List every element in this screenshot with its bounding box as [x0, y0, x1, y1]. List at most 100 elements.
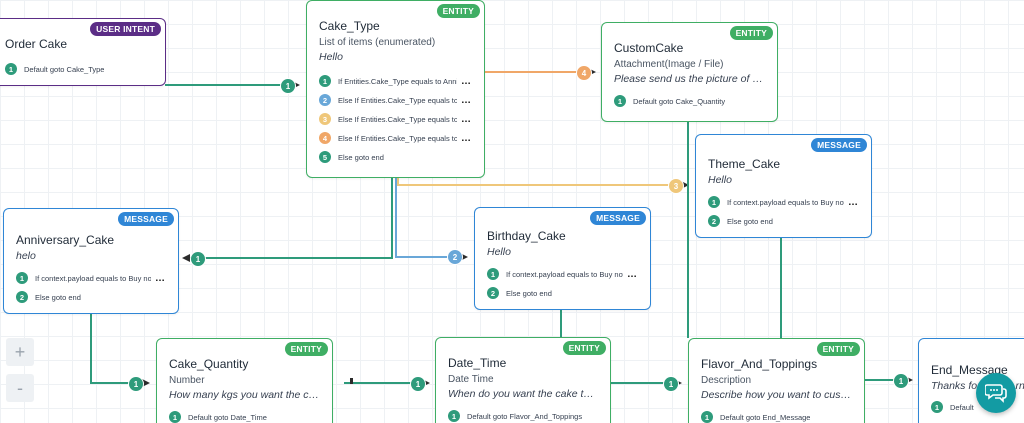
- entity-badge: ENTITY: [284, 342, 328, 356]
- node-rule[interactable]: 2 Else goto end: [16, 291, 166, 303]
- rule-number: 3: [319, 113, 331, 125]
- edge-cake-type-to-birthday: [395, 178, 468, 261]
- node-cake-type[interactable]: ENTITY Cake_Type List of items (enumerat…: [306, 0, 485, 178]
- entity-badge: ENTITY: [562, 341, 606, 355]
- rule-number: 1: [614, 95, 626, 107]
- rule-number: 2: [319, 94, 331, 106]
- edge-label-cake-type-to-theme[interactable]: 3: [668, 178, 684, 194]
- node-date-time[interactable]: ENTITY Date_Time Date Time When do you w…: [435, 337, 611, 423]
- node-rule[interactable]: 1 Default goto Date_Time: [169, 411, 320, 423]
- node-title: Birthday_Cake: [487, 229, 566, 243]
- node-subtitle: Attachment(Image / File): [614, 59, 724, 70]
- node-flavor-and-toppings[interactable]: ENTITY Flavor_And_Toppings Description D…: [688, 338, 865, 423]
- message-badge: MESSAGE: [118, 212, 174, 226]
- rule-number: 1: [448, 410, 460, 422]
- node-rule[interactable]: 1 Default: [931, 401, 1024, 413]
- node-title: Date_Time: [448, 356, 507, 370]
- entity-badge: ENTITY: [729, 26, 773, 40]
- node-subtitle: Date Time: [448, 374, 494, 385]
- more-options-icon[interactable]: …: [461, 75, 472, 87]
- message-badge: MESSAGE: [590, 211, 646, 225]
- user-intent-badge: USER INTENT: [90, 22, 161, 36]
- rule-number: 2: [16, 291, 28, 303]
- more-options-icon[interactable]: …: [461, 94, 472, 106]
- rule-number: 1: [5, 63, 17, 75]
- node-rule[interactable]: 1 Default goto End_Message: [701, 411, 852, 423]
- chat-button[interactable]: [976, 373, 1016, 413]
- rule-number: 1: [487, 268, 499, 280]
- rule-number: 1: [931, 401, 943, 413]
- edge-anniversary-to-quantity: [90, 314, 150, 387]
- entity-badge: ENTITY: [816, 342, 860, 356]
- node-title: Order Cake: [5, 37, 68, 51]
- rule-number: 4: [319, 132, 331, 144]
- rule-number: 1: [708, 196, 720, 208]
- node-title: Theme_Cake: [708, 157, 781, 171]
- node-rule[interactable]: 1 If Entities.Cake_Type equals to Annive…: [319, 75, 472, 87]
- edge-label-date-to-flavor[interactable]: 1: [663, 376, 679, 392]
- edge-label-order-to-cake-type[interactable]: 1: [280, 78, 296, 94]
- rule-number: 1: [701, 411, 713, 423]
- node-title: Anniversary_Cake: [16, 233, 115, 247]
- edge-label-cake-type-to-birthday[interactable]: 2: [447, 249, 463, 265]
- more-options-icon[interactable]: …: [848, 196, 859, 208]
- edge-label-flavor-to-end[interactable]: 1: [893, 373, 909, 389]
- entity-badge: ENTITY: [436, 4, 480, 18]
- node-title: Cake_Type: [319, 19, 380, 33]
- node-title: Flavor_And_Toppings: [701, 357, 818, 371]
- node-rule[interactable]: 3 Else If Entities.Cake_Type equals to T…: [319, 113, 472, 125]
- node-rule[interactable]: 1 Default goto Flavor_And_Toppings: [448, 410, 598, 422]
- node-message: How many kgs you want the cak...: [169, 389, 320, 401]
- node-message: Hello: [708, 174, 732, 186]
- node-rule[interactable]: 1 If context.payload equals to Buy now g…: [487, 268, 638, 280]
- edge-cake-type-to-theme: [397, 178, 689, 189]
- node-theme-cake[interactable]: MESSAGE Theme_Cake Hello 1 If context.pa…: [695, 134, 872, 238]
- more-options-icon[interactable]: …: [627, 268, 638, 280]
- node-cake-quantity[interactable]: ENTITY Cake_Quantity Number How many kgs…: [156, 338, 333, 423]
- node-subtitle: List of items (enumerated): [319, 37, 436, 48]
- node-message: helo: [16, 250, 36, 262]
- edge-label-anniversary-to-quantity[interactable]: 1: [128, 376, 144, 392]
- node-rule[interactable]: 1 Default goto Cake_Quantity: [614, 95, 765, 107]
- node-title: CustomCake: [614, 41, 684, 55]
- node-message: Please send us the picture of the ...: [614, 73, 765, 85]
- node-subtitle: Number: [169, 375, 205, 386]
- node-message: Hello: [319, 51, 343, 63]
- node-order-cake[interactable]: USER INTENT Order Cake 1 Default goto Ca…: [0, 18, 166, 86]
- message-badge: MESSAGE: [811, 138, 867, 152]
- chat-bubble-icon: [985, 384, 1007, 403]
- node-message: When do you want the cake to b...: [448, 388, 598, 400]
- zoom-in-button[interactable]: +: [6, 338, 34, 366]
- node-rule[interactable]: 2 Else goto end: [708, 215, 859, 227]
- node-message: Describe how you want to custo...: [701, 389, 852, 401]
- node-title: End_Message: [931, 363, 1008, 377]
- node-message: Thanks for rn: [931, 380, 1024, 392]
- node-subtitle: Description: [701, 375, 752, 386]
- node-rule[interactable]: 5 Else goto end: [319, 151, 472, 163]
- edge-cake-type-to-anniversary: [182, 178, 393, 262]
- node-rule[interactable]: 4 Else If Entities.Cake_Type equals to C…: [319, 132, 472, 144]
- edge-label-cake-type-to-anniversary[interactable]: 1: [190, 251, 206, 267]
- edge-label-cake-type-to-custom[interactable]: 4: [576, 65, 592, 81]
- rule-number: 1: [16, 272, 28, 284]
- rule-number: 1: [319, 75, 331, 87]
- more-options-icon[interactable]: …: [155, 272, 166, 284]
- node-birthday-cake[interactable]: MESSAGE Birthday_Cake Hello 1 If context…: [474, 207, 651, 310]
- more-options-icon[interactable]: …: [461, 113, 472, 125]
- node-rule[interactable]: 1 If context.payload equals to Buy now g…: [16, 272, 166, 284]
- node-rule[interactable]: 1 If context.payload equals to Buy now g…: [708, 196, 859, 208]
- rule-number: 5: [319, 151, 331, 163]
- node-anniversary-cake[interactable]: MESSAGE Anniversary_Cake helo 1 If conte…: [3, 208, 179, 314]
- rule-number: 1: [169, 411, 181, 423]
- zoom-out-button[interactable]: -: [6, 374, 34, 402]
- node-message: Hello: [487, 246, 511, 258]
- rule-number: 2: [487, 287, 499, 299]
- node-rule[interactable]: 2 Else If Entities.Cake_Type equals to B…: [319, 94, 472, 106]
- edge-label-quantity-to-date[interactable]: 1: [410, 376, 426, 392]
- node-custom-cake[interactable]: ENTITY CustomCake Attachment(Image / Fil…: [601, 22, 778, 122]
- node-rule[interactable]: 1 Default goto Cake_Type: [5, 63, 153, 75]
- more-options-icon[interactable]: …: [461, 132, 472, 144]
- node-rule[interactable]: 2 Else goto end: [487, 287, 638, 299]
